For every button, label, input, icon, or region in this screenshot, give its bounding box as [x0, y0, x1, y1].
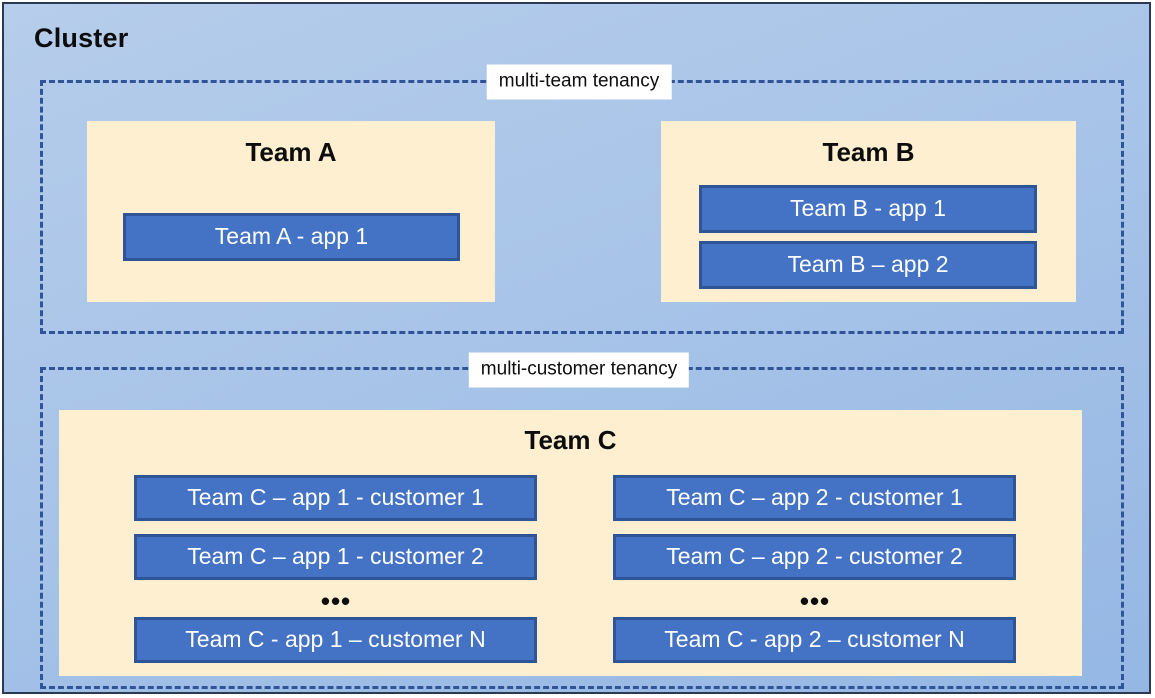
team-b-title: Team B: [822, 137, 915, 167]
app-tile-team-b-app-1[interactable]: Team B - app 1: [699, 185, 1037, 233]
team-c-title: Team C: [524, 425, 617, 455]
tenancy-zone-multi-team-label: multi-team tenancy: [486, 64, 672, 100]
app-tile-team-b-app-2[interactable]: Team B – app 2: [699, 241, 1037, 289]
tenancy-zone-multi-customer-label: multi-customer tenancy: [468, 352, 690, 388]
app-tile-team-c-app-1-customer-n[interactable]: Team C - app 1 – customer N: [134, 617, 537, 663]
app-tile-team-c-app-1-customer-2[interactable]: Team C – app 1 - customer 2: [134, 534, 537, 580]
app-tile-team-c-app-2-customer-n[interactable]: Team C - app 2 – customer N: [613, 617, 1016, 663]
team-container-team-b: Team B Team B - app 1 Team B – app 2: [661, 121, 1076, 302]
team-a-title: Team A: [245, 137, 337, 167]
app-tile-team-c-app-2-customer-1[interactable]: Team C – app 2 - customer 1: [613, 475, 1016, 521]
team-container-team-a: Team A Team A - app 1: [87, 121, 495, 302]
cluster-title: Cluster: [34, 23, 129, 53]
app-tile-team-c-app-2-customer-2[interactable]: Team C – app 2 - customer 2: [613, 534, 1016, 580]
app-tile-team-a-app-1[interactable]: Team A - app 1: [123, 213, 460, 261]
ellipsis-team-c-app-1: •••: [320, 586, 352, 616]
app-tile-team-c-app-1-customer-1[interactable]: Team C – app 1 - customer 1: [134, 475, 537, 521]
team-container-team-c: Team C Team C – app 1 - customer 1 Team …: [59, 410, 1082, 676]
ellipsis-team-c-app-2: •••: [799, 586, 831, 616]
